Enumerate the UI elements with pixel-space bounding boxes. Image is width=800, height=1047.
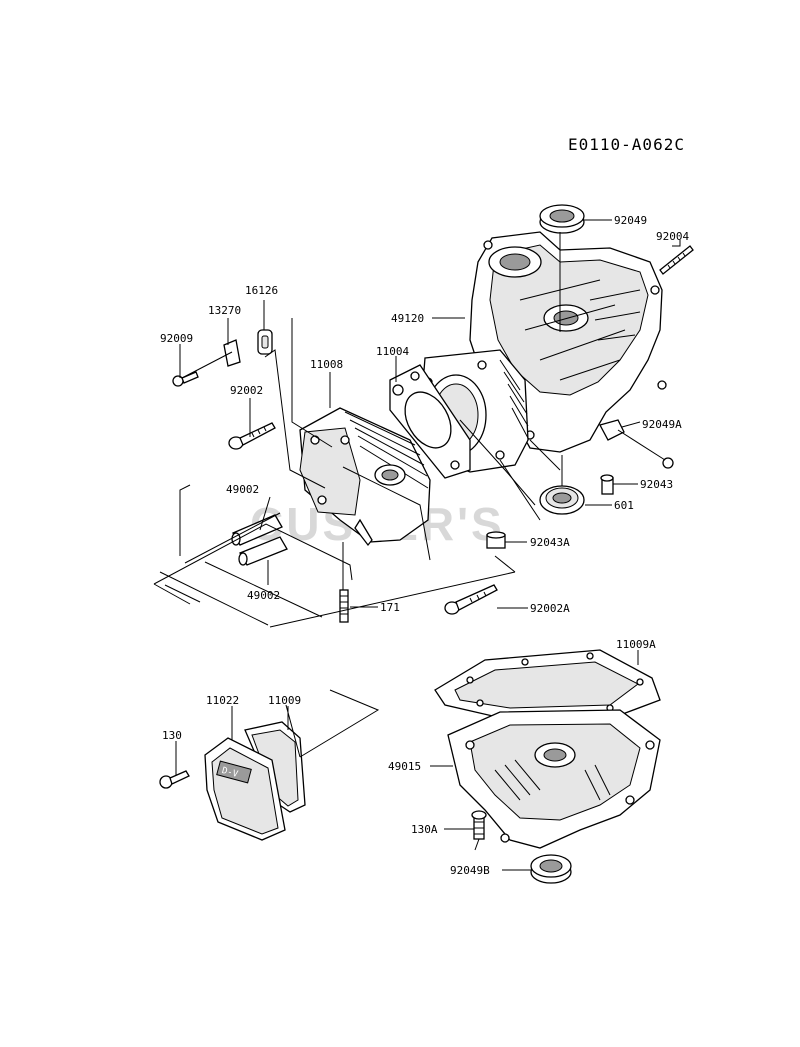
label-11008: 11008 [310,358,343,371]
label-49002-upper: 49002 [226,483,259,496]
label-92043A: 92043A [530,536,570,549]
cylinder-head-11008-part[interactable] [299,407,431,547]
label-92009: 92009 [160,332,193,345]
bolt-92002-part[interactable] [228,422,276,450]
bolt-92002A-part[interactable] [444,584,498,615]
part-labels: 92049 92004 49120 16126 13270 92009 1100… [160,214,689,877]
label-49120: 49120 [391,312,424,325]
gasket-11009-part[interactable] [244,721,306,813]
label-601: 601 [614,499,634,512]
screw-92009-part[interactable] [172,371,199,387]
label-130: 130 [162,729,182,742]
label-92049: 92049 [614,214,647,227]
label-92002A: 92002A [530,602,570,615]
label-92049B: 92049B [450,864,490,877]
pin-49002-lower-part[interactable] [238,536,288,566]
label-16126: 16126 [245,284,278,297]
head-gasket-11004-part[interactable] [389,364,471,479]
label-11022: 11022 [206,694,239,707]
leader-lines [175,219,681,871]
label-49002-lower: 49002 [247,589,280,602]
label-92002: 92002 [230,384,263,397]
dowel-92043-part[interactable] [600,474,614,495]
label-49015: 49015 [388,760,421,773]
label-11009: 11009 [268,694,301,707]
plate-16126-part[interactable] [257,329,273,355]
diagram-code: E0110-A062C [568,135,685,154]
label-92004: 92004 [656,230,689,243]
stud-92004-part[interactable] [659,245,694,275]
assembly-lines [153,232,666,851]
label-92043: 92043 [640,478,673,491]
pin-49002-upper-part[interactable] [231,514,283,546]
label-13270: 13270 [208,304,241,317]
cover-badge: D-V [221,766,240,780]
stud-171-part[interactable] [339,589,349,623]
oil-seal-92049-part[interactable] [539,204,585,234]
washer-92049A-part[interactable] [662,457,674,469]
oil-pan-49015-part[interactable] [447,709,661,849]
bearing-601-part[interactable] [539,485,585,515]
label-92049A: 92049A [642,418,682,431]
label-11009A: 11009A [616,638,656,651]
label-11004: 11004 [376,345,409,358]
bolt-130-part[interactable] [159,770,190,789]
bracket-13270-part[interactable] [223,339,241,367]
oil-seal-92049B-part[interactable] [530,854,572,884]
gasket-11009A-part[interactable] [434,649,661,721]
label-130A: 130A [411,823,438,836]
bolt-130A-part[interactable] [471,810,487,840]
head-cover-11022-part[interactable]: D-V [204,737,286,841]
dowel-92043A-part[interactable] [486,531,506,549]
label-171: 171 [380,601,400,614]
